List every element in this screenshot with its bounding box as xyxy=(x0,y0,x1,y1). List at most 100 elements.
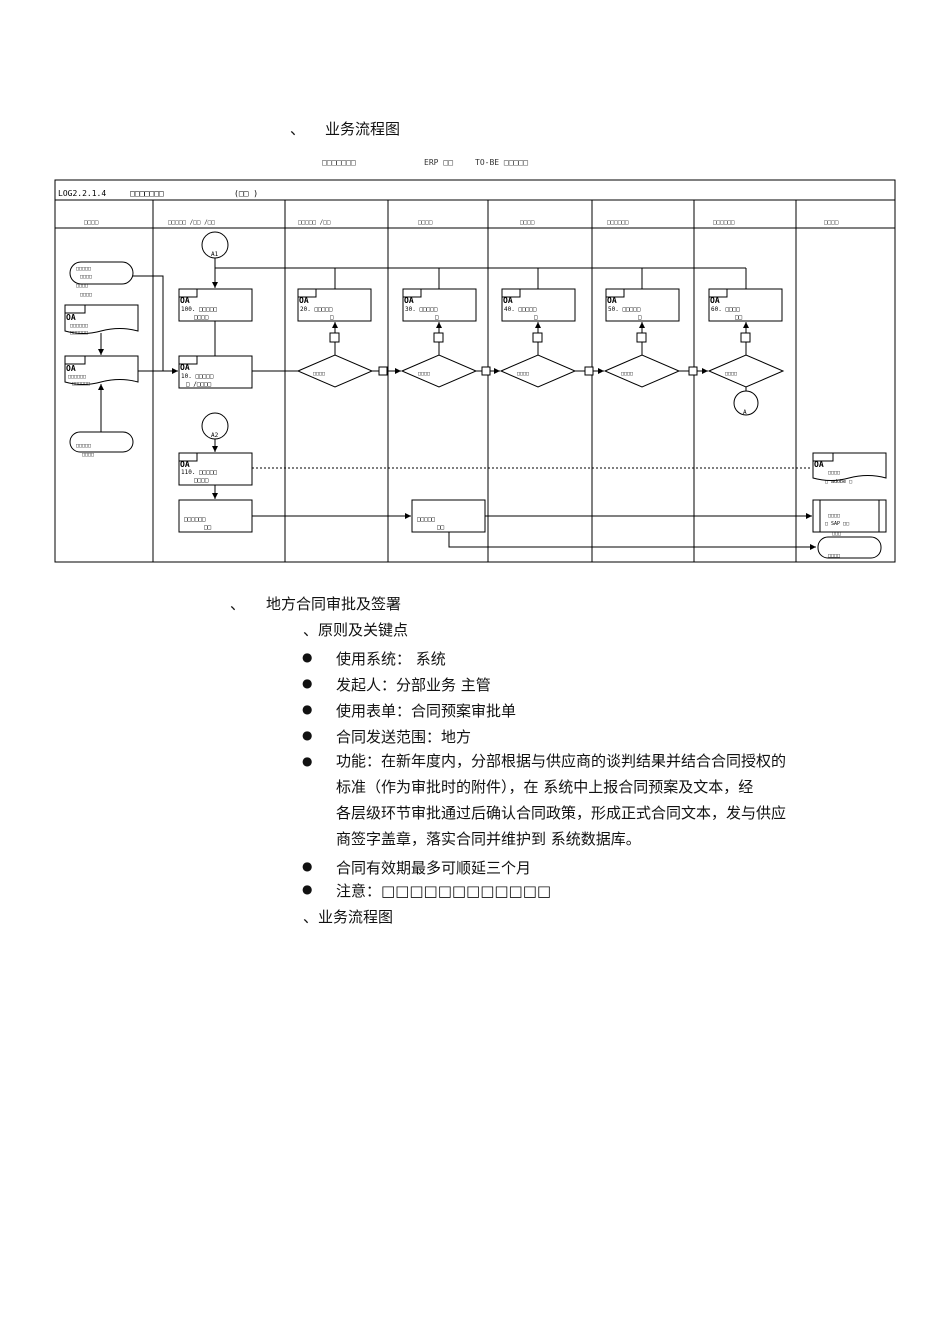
svg-text:110. □□□□□: 110. □□□□□ xyxy=(181,469,218,476)
svg-text:□: □ xyxy=(330,314,334,321)
bullet-scope: 合同发送范围：地方 xyxy=(336,728,472,746)
bullet-function: 功能：在新年度内，分部根据与供应商的谈判结果并结合合同授权的 标准（作为审批时的… xyxy=(336,748,786,852)
svg-text:□: □ xyxy=(638,314,642,321)
svg-text:100. □□□□□: 100. □□□□□ xyxy=(181,306,218,313)
svg-text:□□□□: □□□□ xyxy=(76,283,88,289)
start-terminal-1 xyxy=(69,261,134,285)
diagram-code-title: □□□□□□□ xyxy=(130,189,164,198)
diagram-subtitle-left: □□□□□□□ xyxy=(322,158,356,167)
svg-text:□□: □□ xyxy=(204,524,212,531)
decision-4 xyxy=(603,354,681,388)
svg-text:10. □□□□□: 10. □□□□□ xyxy=(181,373,214,380)
diagram-code: LOG2.2.1.4 xyxy=(58,189,106,198)
svg-text:□ /□□□□: □ /□□□□ xyxy=(186,381,212,388)
bullet-initiator: 发起人：分部业务 主管 xyxy=(336,676,491,694)
section2-title: 地方合同审批及签署 xyxy=(266,595,402,613)
bullet-dot: ● xyxy=(302,754,313,768)
svg-text:20. □□□□□: 20. □□□□□ xyxy=(300,306,333,313)
lane-header-4: □□□□ xyxy=(418,219,433,226)
decision-1 xyxy=(296,354,374,388)
svg-text:50. □□□□□: 50. □□□□□ xyxy=(608,306,641,313)
function-line-2: 标准（作为审批时的附件），在 系统中上报合同预案及文本，经 xyxy=(336,778,754,796)
svg-text:OA: OA xyxy=(180,363,190,372)
bullet-dot: ● xyxy=(302,650,313,664)
svg-text:□□□□: □□□□ xyxy=(80,274,92,280)
svg-text:A: A xyxy=(743,409,747,416)
bullet-dot: ● xyxy=(302,702,313,716)
svg-text:OA: OA xyxy=(66,313,76,322)
section-prefix: 、 xyxy=(290,120,306,138)
svg-text:□□□□: □□□□ xyxy=(194,477,209,484)
svg-text:60. □□□□: 60. □□□□ xyxy=(711,306,740,313)
svg-text:OA: OA xyxy=(814,460,824,469)
svg-text:□□□□: □□□□ xyxy=(517,371,529,377)
svg-text:□□□□: □□□□ xyxy=(80,292,92,298)
subheading-principles: 、原则及关键点 xyxy=(303,621,409,639)
bullet-system: 使用系统： 系统 xyxy=(336,650,446,668)
svg-text:□□□□: □□□□ xyxy=(828,553,840,559)
svg-text:□□□□□□: □□□□□□ xyxy=(70,330,88,336)
svg-text:□□□□: □□□□ xyxy=(621,371,633,377)
bullet-note: 注意：□□□□□□□□□□□□ xyxy=(336,882,552,900)
connector-a xyxy=(733,390,759,416)
svg-text:□□: □□ xyxy=(437,524,445,531)
svg-text:OA: OA xyxy=(503,296,513,305)
svg-text:□: □ xyxy=(534,314,538,321)
start-terminal-2 xyxy=(69,431,134,453)
diagram-code-paren: (□□ ) xyxy=(234,189,258,198)
svg-text:OA: OA xyxy=(607,296,617,305)
svg-text:□□□□□: □□□□□ xyxy=(76,443,91,449)
process-box-lower-1 xyxy=(178,499,253,533)
function-line-1: 功能：在新年度内，分部根据与供应商的谈判结果并结合合同授权的 xyxy=(336,752,787,770)
svg-text:□□□□: □□□□ xyxy=(725,371,737,377)
end-terminal xyxy=(817,536,882,559)
svg-text:30. □□□□□: 30. □□□□□ xyxy=(405,306,438,313)
svg-text:OA: OA xyxy=(710,296,720,305)
diagram-subtitle-right: TO-BE □□□□□ xyxy=(475,158,528,167)
lane-header-7: □□□□□□ xyxy=(713,219,735,226)
svg-text:□□□□: □□□□ xyxy=(828,470,840,476)
lane-header-1: □□□□ xyxy=(84,219,99,226)
svg-text:□□□□□□: □□□□□□ xyxy=(68,374,86,380)
svg-text:A2: A2 xyxy=(211,432,219,439)
lane-header-6: □□□□□□ xyxy=(607,219,629,226)
svg-text:A1: A1 xyxy=(211,251,219,258)
lane-header-5: □□□□ xyxy=(520,219,535,226)
bullet-dot: ● xyxy=(302,882,313,896)
function-line-3: 各层级环节审批通过后确认合同政策，形成正式合同文本，发与供应 xyxy=(336,804,787,822)
svg-text:□□□: □□□ xyxy=(832,531,841,537)
process-box-50 xyxy=(605,288,680,322)
svg-text:OA: OA xyxy=(404,296,414,305)
svg-text:□ SAP □□: □ SAP □□ xyxy=(825,521,849,527)
decision-5 xyxy=(707,354,785,388)
svg-text:OA: OA xyxy=(180,460,190,469)
decision-3 xyxy=(499,354,577,388)
svg-text:□ adobe □: □ adobe □ xyxy=(825,479,852,485)
section-title: 业务流程图 xyxy=(325,120,401,138)
bullet-dot: ● xyxy=(302,676,313,690)
bullet-validity: 合同有效期最多可顺延三个月 xyxy=(336,859,532,877)
svg-text:□□□□: □□□□ xyxy=(828,513,840,519)
svg-text:□□□□: □□□□ xyxy=(418,371,430,377)
svg-text:□□□□: □□□□ xyxy=(194,314,209,321)
lane-header-2: □□□□□ /□□ /□□ xyxy=(168,219,215,226)
svg-text:OA: OA xyxy=(299,296,309,305)
svg-text:□: □ xyxy=(435,314,439,321)
lane-header-3: □□□□□ /□□ xyxy=(298,219,331,226)
svg-text:OA: OA xyxy=(66,364,76,373)
svg-text:□□□□□□: □□□□□□ xyxy=(72,381,90,387)
svg-text:OA: OA xyxy=(180,296,190,305)
sap-system-box xyxy=(812,499,887,533)
svg-text:□□□□□: □□□□□ xyxy=(417,516,435,523)
svg-text:□□□□: □□□□ xyxy=(313,371,325,377)
decision-row: □□□□ □□□□ □□□□ □□□□ □□□□ xyxy=(296,354,785,388)
svg-text:40. □□□□□: 40. □□□□□ xyxy=(504,306,537,313)
approval-boxes: OA 20. □□□□□ □ OA 30. □□□□□ □ OA 40. □□□… xyxy=(297,288,783,322)
diagram-frame xyxy=(54,179,896,563)
process-flow-diagram: LOG2.2.1.4 □□□□□□□ (□□ ) □□□□ □□□□□ /□□ … xyxy=(54,179,896,563)
svg-text:□□: □□ xyxy=(735,314,743,321)
section2-prefix: 、 xyxy=(230,595,246,613)
svg-text:□□□□: □□□□ xyxy=(82,452,94,458)
function-line-4: 商签字盖章，落实合同并维护到 系统数据库。 xyxy=(336,830,641,848)
bullet-form: 使用表单：合同预案审批单 xyxy=(336,702,517,720)
